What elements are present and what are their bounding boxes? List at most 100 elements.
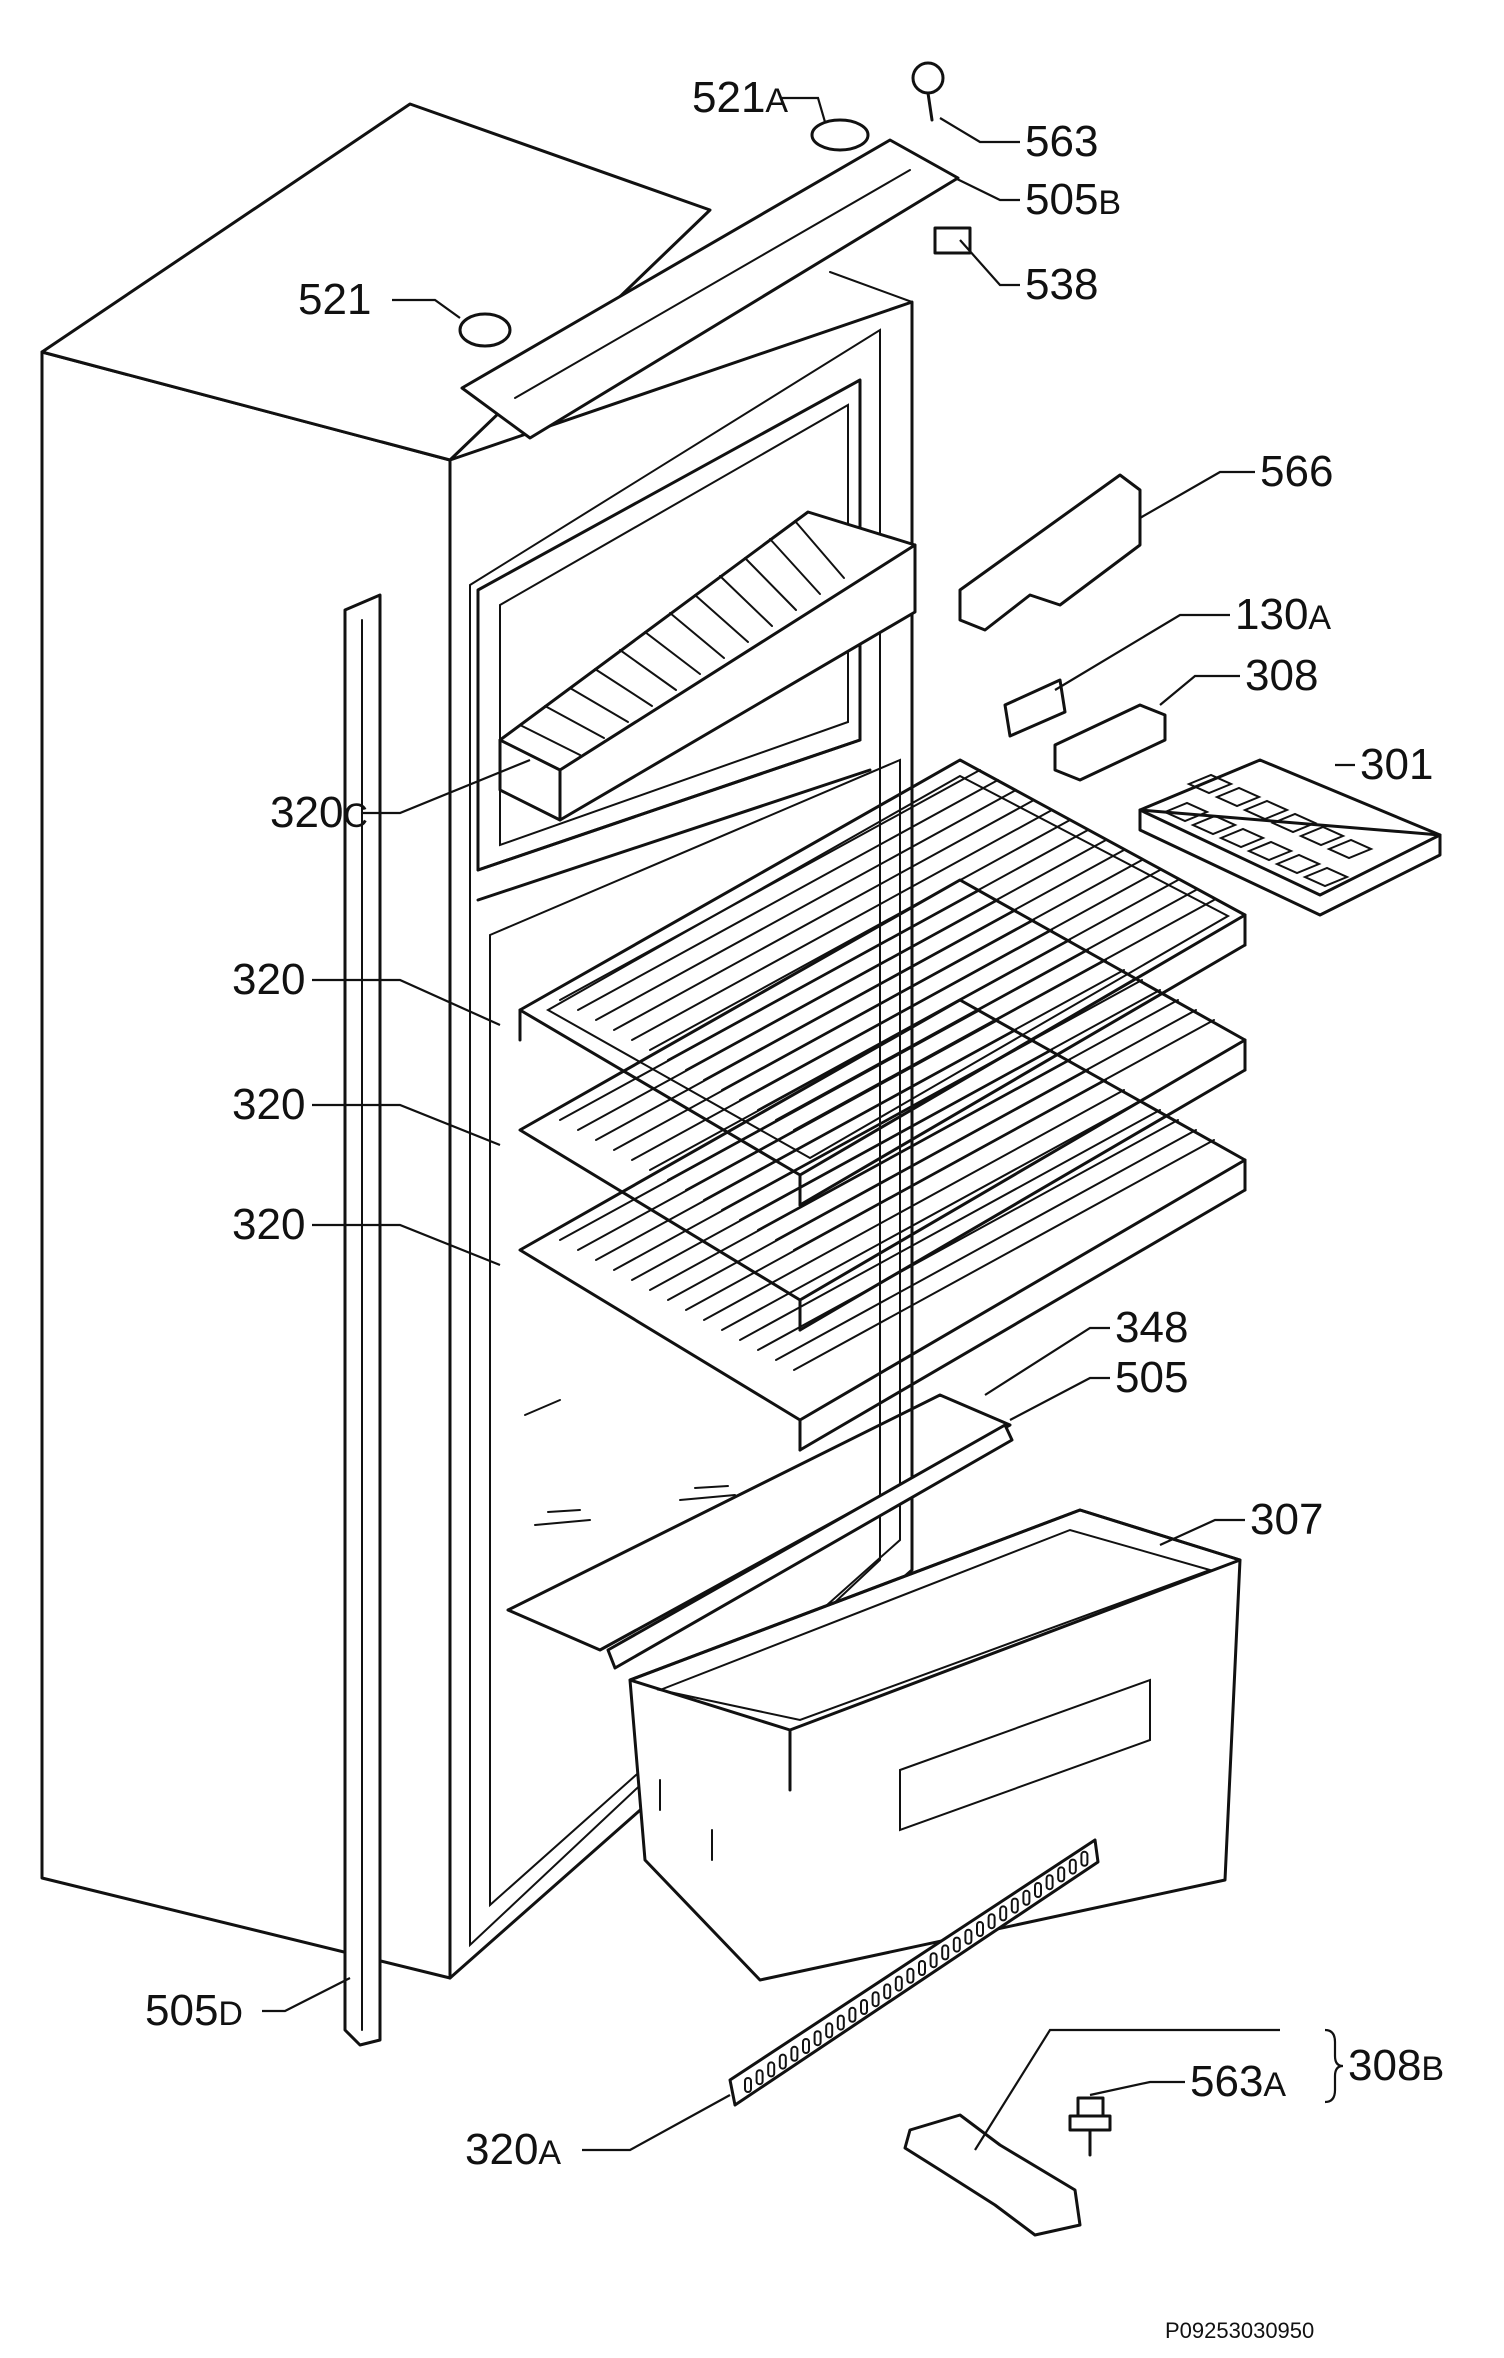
- grille-slot: [976, 1921, 984, 1937]
- shelf-wire: [577, 779, 999, 1011]
- ice-cube-cell: [1242, 799, 1290, 821]
- label-320a: 320A: [465, 2125, 561, 2174]
- ice-cube-cell: [1186, 773, 1234, 795]
- leader-lines: [262, 96, 1355, 2152]
- label-538: 538: [1025, 260, 1098, 309]
- bracket-538: [933, 226, 972, 255]
- label-308: 308: [1245, 651, 1318, 700]
- grille-slot: [848, 2006, 857, 2023]
- label-320c: 320C: [270, 788, 368, 837]
- ice-cube-cell: [1302, 866, 1350, 888]
- grille-slot: [860, 1999, 868, 2015]
- cap-521a: [810, 118, 870, 152]
- grille-slot: [941, 1944, 950, 1961]
- label-307: 307: [1250, 1495, 1323, 1544]
- label-348: 348: [1115, 1303, 1188, 1352]
- grille-slot: [883, 1983, 892, 2000]
- ice-tray-301: [1138, 758, 1442, 917]
- freezer-compartment: [476, 378, 872, 902]
- label-308b: 308B: [1348, 2041, 1444, 2090]
- shelf-wire: [667, 1069, 1089, 1301]
- ice-cube-cell: [1214, 786, 1262, 808]
- grille-slot: [790, 2045, 799, 2062]
- grille-slot: [1034, 1882, 1042, 1898]
- label-505b: 505B: [1025, 175, 1121, 224]
- grille-slot: [952, 1936, 961, 1953]
- hinge-cover-505b: [460, 138, 960, 440]
- shelf-wire: [595, 909, 1017, 1141]
- glass-shelf-348: [506, 1393, 1012, 1652]
- grille-slot: [813, 2030, 822, 2047]
- wire-shelf-3: [518, 998, 1247, 1452]
- hinge-308: [1053, 703, 1167, 782]
- grille-slot: [929, 1952, 938, 1969]
- shelf-wire: [613, 1039, 1035, 1271]
- shelf-wire: [703, 1089, 1125, 1321]
- fridge-interior: [489, 758, 901, 1908]
- grille-slot: [778, 2053, 787, 2070]
- ice-cube-cell: [1270, 812, 1318, 834]
- shelf-wire: [559, 889, 981, 1121]
- ice-cube-cell: [1298, 825, 1346, 847]
- cap-521: [458, 312, 512, 348]
- label-320-3: 320: [232, 1200, 305, 1249]
- crisper-drawer-307: [628, 1508, 1242, 1982]
- grille-slot: [825, 2022, 834, 2039]
- shelf-wire: [613, 919, 1035, 1151]
- shelf-wire: [739, 1109, 1161, 1341]
- shelf-wire: [577, 899, 999, 1131]
- shelf-wire: [577, 1019, 999, 1251]
- door-seal-505d: [343, 593, 382, 2047]
- plate-130a: [1003, 678, 1067, 738]
- cover-566: [958, 473, 1142, 632]
- ice-cube-cell: [1162, 801, 1210, 823]
- grille-slot: [1068, 1858, 1077, 1875]
- grille-slot: [1045, 1874, 1054, 1891]
- grille-slot: [744, 2077, 752, 2093]
- label-320-2: 320: [232, 1080, 305, 1129]
- label-301: 301: [1360, 740, 1433, 789]
- grille-slot: [987, 1913, 996, 1930]
- shelf-wire: [685, 1079, 1107, 1311]
- shelf-wire: [595, 789, 1017, 1021]
- drawing-code: P09253030950: [1165, 2318, 1314, 2343]
- grille-slot: [1022, 1889, 1031, 1906]
- shelf-wire: [595, 1029, 1017, 1261]
- label-320-1: 320: [232, 955, 305, 1004]
- shelf-wire: [649, 939, 1071, 1171]
- grille-slot: [964, 1928, 973, 1945]
- label-563a: 563A: [1190, 2057, 1286, 2106]
- grille-slot: [906, 1967, 915, 1984]
- grille-slot: [836, 2014, 845, 2031]
- pin-563: [911, 61, 945, 95]
- grille-slot: [918, 1960, 926, 1976]
- hinge-308b: [903, 2113, 1082, 2237]
- part-labels: 521A 563 505B 538 521 566 130A 308 301 3…: [145, 73, 1444, 2174]
- ventilation-grille-320a: [728, 1838, 1100, 2107]
- label-505d: 505D: [145, 1986, 243, 2035]
- shelf-wire: [559, 1009, 981, 1241]
- shelf-wire: [649, 819, 1071, 1051]
- shelf-wire: [631, 929, 1053, 1161]
- shelf-wire: [631, 1049, 1053, 1281]
- label-566: 566: [1260, 447, 1333, 496]
- grille-slot: [1080, 1850, 1089, 1867]
- grille-slot: [755, 2069, 764, 2086]
- label-521: 521: [298, 275, 371, 324]
- shelf-wire: [649, 1059, 1071, 1291]
- grille-slot: [802, 2038, 810, 2054]
- grille-slot: [767, 2061, 776, 2078]
- shelf-wire: [721, 1099, 1143, 1331]
- label-130a: 130A: [1235, 590, 1331, 639]
- pin-563a: [1068, 2096, 1112, 2157]
- shelf-wire: [775, 1129, 1197, 1361]
- grille-slot: [999, 1905, 1008, 1922]
- ice-cube-cell: [1246, 840, 1294, 862]
- grille-slot: [1057, 1866, 1066, 1883]
- ice-cube-cell: [1190, 814, 1238, 836]
- shelf-frame-505: [606, 1423, 1014, 1670]
- shelf-wire: [613, 799, 1035, 1031]
- grille-slot: [894, 1975, 903, 1992]
